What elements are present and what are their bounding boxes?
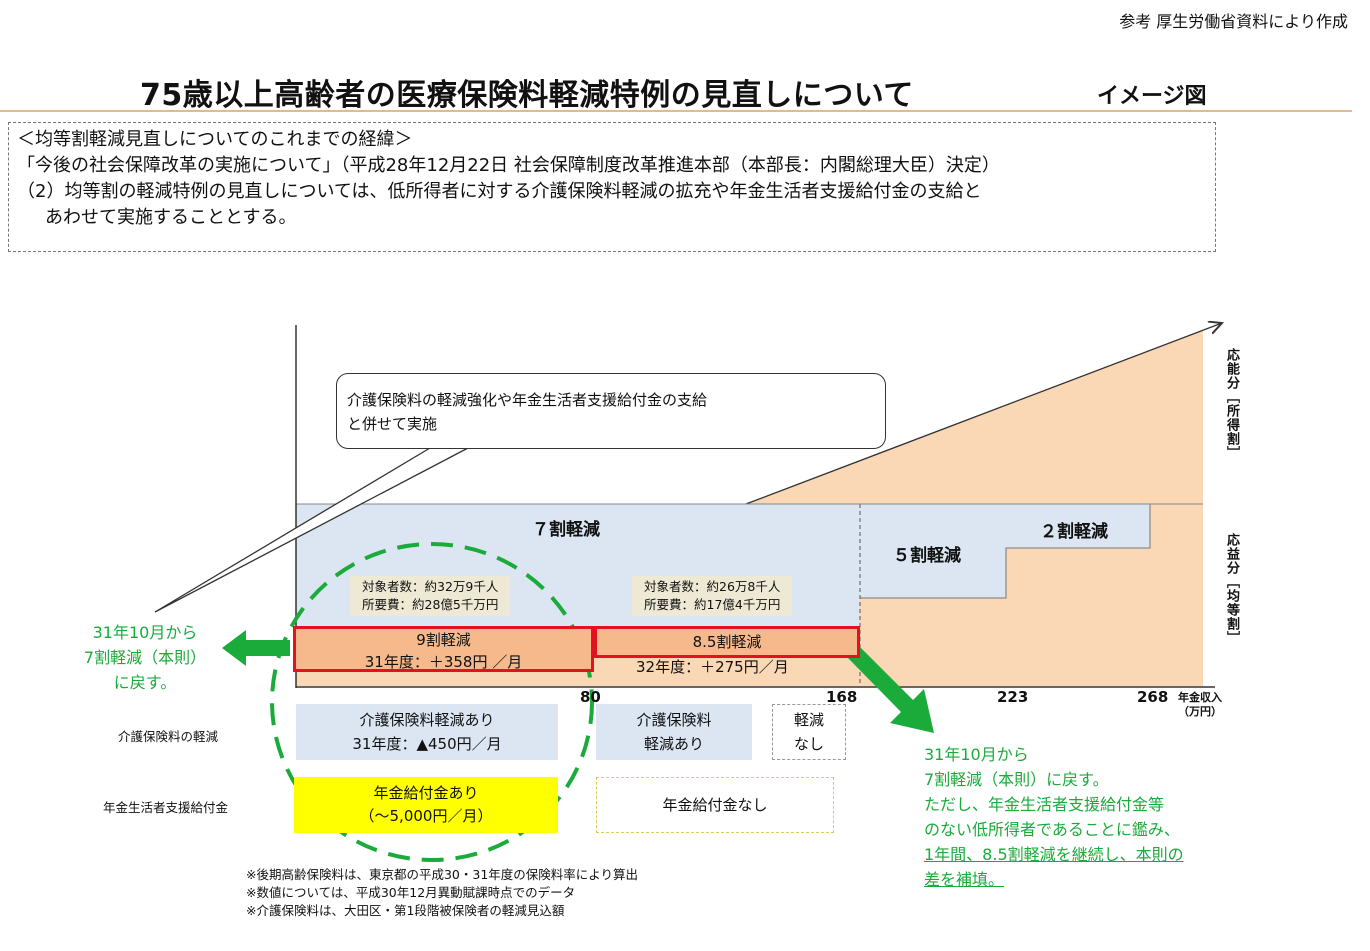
background-context-box: ＜均等割軽減見直しについてのこれまでの経緯＞ 「今後の社会保障改革の実施について… <box>8 122 1216 252</box>
two-reduction-label: ２割軽減 <box>1040 522 1108 542</box>
nenkin-box-1: 年金給付金あり （～5,000円／月） <box>294 777 558 833</box>
context-line-1: 「今後の社会保障改革の実施について」（平成28年12月22日 社会保障制度改革推… <box>17 155 1000 176</box>
kaigo-box-2-line-2: 軽減あり <box>643 735 704 753</box>
two-reduction-region <box>1006 504 1150 548</box>
nenkin-box-2: 年金給付金なし <box>596 777 834 833</box>
left-stats-line-2: 所要費：約28億5千万円 <box>362 597 499 612</box>
footnote-3: ※介護保険料は、大田区・第1段階被保険者の軽減見込額 <box>246 903 565 918</box>
axis-unit-line-1: 年金収入 <box>1178 691 1222 704</box>
step-outline <box>860 504 1151 599</box>
context-line-2: （2）均等割の軽減特例の見直しについては、低所得者に対する介護保険料軽減の拡充や… <box>17 181 982 202</box>
nenkin-box-1-line-1: 年金給付金あり <box>373 784 479 802</box>
right-note-line-6: 差を補填。 <box>924 870 1005 889</box>
nine-reduction-sub: 31年度：＋358円 ／月 <box>364 653 523 671</box>
image-label: イメージ図 <box>1097 84 1207 109</box>
kaigo-box-1-line-2: 31年度：▲450円／月 <box>352 735 502 753</box>
tick-268: 268 <box>1137 688 1169 706</box>
tick-223: 223 <box>997 688 1029 706</box>
footnote-1: ※後期高齢保険料は、東京都の平成30・31年度の保険料率により算出 <box>246 867 639 882</box>
right-note-line-3: ただし、年金生活者支援給付金等 <box>924 795 1165 814</box>
right-note-line-2: 7割軽減（本則）に戻す。 <box>924 770 1109 789</box>
kaigo-box-2-line-1: 介護保険料 <box>636 711 712 729</box>
footnotes: ※後期高齢保険料は、東京都の平成30・31年度の保険料率により算出 ※数値につい… <box>246 866 638 920</box>
left-note-line-2: 7割軽減（本則） <box>83 648 207 667</box>
row-label-nenkin: 年金生活者支援給付金 <box>103 800 229 815</box>
five-reduction-region <box>860 504 1006 598</box>
footnote-2: ※数値については、平成30年12月異動賦課時点でのデータ <box>246 885 576 900</box>
eight-five-reduction-title: 8.5割軽減 <box>692 633 762 651</box>
nine-reduction-title: 9割軽減 <box>416 631 471 649</box>
right-green-arrow <box>845 643 934 733</box>
kaigo-box-3-line-2: なし <box>793 735 824 753</box>
equal-share-label: 応益分［均等割］ <box>1224 533 1239 645</box>
right-note-line-1: 31年10月から <box>924 745 1029 764</box>
right-stats-line-2: 所要費：約17億4千万円 <box>644 597 781 612</box>
left-stats-line-1: 対象者数：約32万9千人 <box>362 579 499 594</box>
seven-reduction-label: ７割軽減 <box>532 520 600 540</box>
axis-unit-line-2: （万円） <box>1178 705 1222 718</box>
nenkin-box-1-line-2: （～5,000円／月） <box>359 807 493 825</box>
right-stats-box: 対象者数：約26万8千人 所要費：約17億4千万円 <box>632 576 793 616</box>
tick-168: 168 <box>826 688 858 706</box>
callout-line-2: と併せて実施 <box>347 415 438 433</box>
kaigo-box-1-line-1: 介護保険料軽減あり <box>359 711 495 729</box>
kaigo-box-2: 介護保険料 軽減あり <box>596 704 752 760</box>
income-share-label: 応能分［所得割］ <box>1224 348 1239 460</box>
callout-tail <box>154 447 469 613</box>
context-heading: ＜均等割軽減見直しについてのこれまでの経緯＞ <box>17 129 413 150</box>
right-note-line-5: 1年間、8.5割軽減を継続し、本則の <box>924 845 1184 864</box>
kaigo-box-1: 介護保険料軽減あり 31年度：▲450円／月 <box>296 704 558 760</box>
callout-line-1: 介護保険料の軽減強化や年金生活者支援給付金の支給 <box>347 391 708 409</box>
left-stats-box: 対象者数：約32万9千人 所要費：約28億5千万円 <box>350 576 511 616</box>
callout-bubble: 介護保険料の軽減強化や年金生活者支援給付金の支給 と併せて実施 <box>336 373 886 449</box>
left-green-arrow <box>222 630 290 666</box>
kaigo-box-3: 軽減 なし <box>772 704 846 760</box>
income-slope-line <box>745 323 1222 505</box>
title-divider <box>0 110 1352 112</box>
focus-circle <box>270 542 594 862</box>
axis-unit: 年金収入 （万円） <box>1178 691 1222 719</box>
left-note-line-3: に戻す。 <box>113 673 177 692</box>
right-stats-line-1: 対象者数：約26万8千人 <box>644 579 781 594</box>
tick-80: 80 <box>580 688 601 706</box>
right-note-line-4: のない低所得者であることに鑑み、 <box>924 820 1180 839</box>
eight-five-reduction-box: 8.5割軽減 <box>594 626 860 658</box>
kaigo-box-3-line-1: 軽減 <box>793 711 824 729</box>
left-note-line-1: 31年10月から <box>92 623 198 642</box>
page-title: 75歳以上高齢者の医療保険料軽減特例の見直しについて <box>140 78 914 113</box>
right-note: 31年10月から 7割軽減（本則）に戻す。 ただし、年金生活者支援給付金等 のな… <box>924 742 1184 892</box>
context-line-3: あわせて実施することとする。 <box>45 207 297 228</box>
left-note: 31年10月から 7割軽減（本則） に戻す。 <box>70 620 220 695</box>
source-note: 参考 厚生労働省資料により作成 <box>1119 12 1348 31</box>
eight-five-reduction-sub: 32年度：＋275円／月 <box>636 658 789 676</box>
nine-reduction-box: 9割軽減 31年度：＋358円 ／月 <box>293 626 594 672</box>
five-reduction-label: ５割軽減 <box>893 546 961 566</box>
row-label-kaigo: 介護保険料の軽減 <box>118 729 219 744</box>
